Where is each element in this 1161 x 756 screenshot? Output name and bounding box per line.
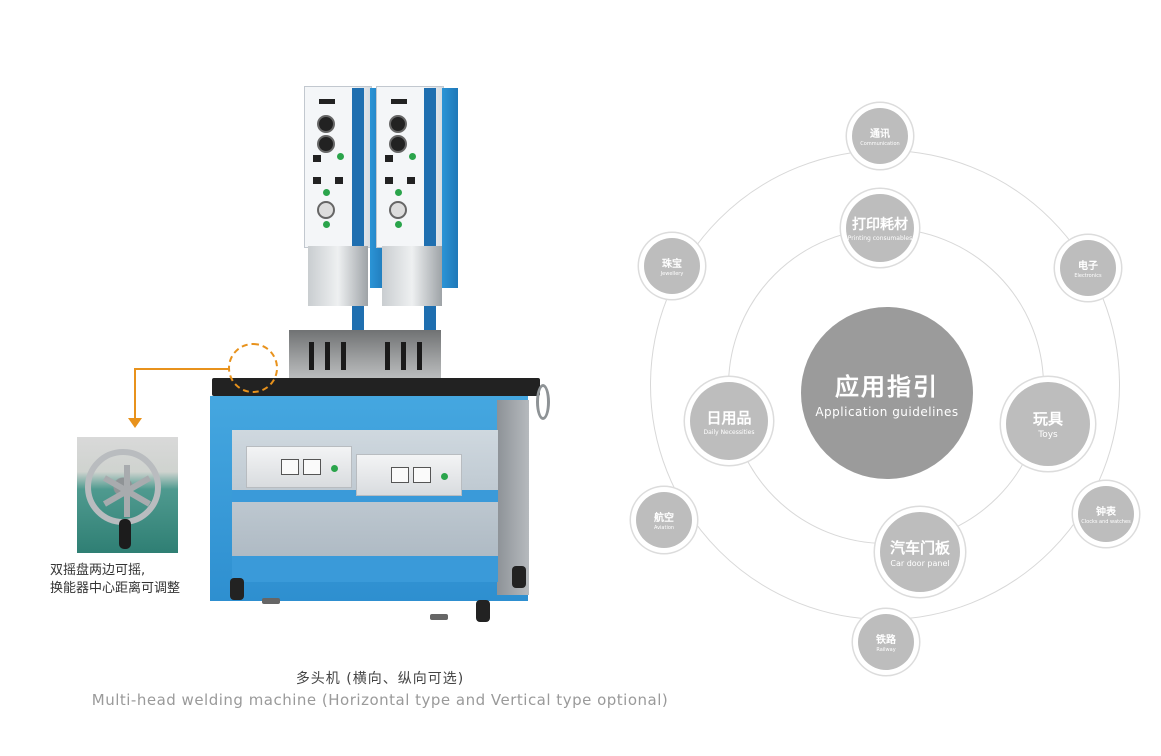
detail-caption-line2: 换能器中心距离可调整 [50, 581, 181, 596]
caster-wheel [512, 566, 526, 588]
detail-caption-line1: 双摇盘两边可摇, [50, 563, 146, 578]
node-toys: 玩具 Toys [1006, 382, 1090, 466]
node-electronics: 电子 Electronics [1060, 240, 1116, 296]
handwheel-handle [119, 519, 131, 549]
leveling-foot [430, 614, 448, 620]
node-clocks-and-watches: 钟表 Clocks and watches [1078, 486, 1134, 542]
handwheel-detail-photo [77, 437, 178, 553]
center-node: 应用指引 Application guidelines [801, 307, 973, 479]
machine-illustration: 双摇盘两边可摇, 换能器中心距离可调整 [0, 0, 640, 640]
callout-line-vertical [134, 368, 136, 420]
application-diagram: 应用指引 Application guidelines 打印耗材 Printin… [620, 80, 1161, 700]
node-car-door-panel: 汽车门板 Car door panel [880, 512, 960, 592]
transducer-right [382, 246, 442, 306]
mold-right [365, 330, 441, 380]
cabinet-bottom-shelf [232, 556, 498, 582]
transducer-left [308, 246, 368, 306]
caster-wheel [476, 600, 490, 622]
ultrasonic-generator-right [356, 454, 462, 496]
welding-head-right-side [442, 88, 458, 288]
machine-caption-en: Multi-head welding machine (Horizontal t… [91, 691, 669, 709]
center-subtitle: Application guidelines [815, 405, 959, 419]
work-table-top [212, 378, 540, 396]
machine-caption-cn: 多头机 (横向、纵向可选) [295, 671, 465, 687]
cabinet-side-panel [497, 400, 529, 595]
leveling-foot [262, 598, 280, 604]
caster-wheel [230, 578, 244, 600]
handwheel-icon [85, 449, 161, 525]
node-daily-necessities: 日用品 Daily Necessities [690, 382, 768, 460]
node-jewellery: 珠宝 Jewellery [644, 238, 700, 294]
node-aviation: 航空 Aviation [636, 492, 692, 548]
node-railway: 铁路 Railway [858, 614, 914, 670]
mold-left [289, 330, 365, 380]
node-communication: 通讯 Communication [852, 108, 908, 164]
handwheel-callout-circle [228, 343, 278, 393]
handwheel-right [536, 384, 550, 420]
callout-arrow-icon [128, 418, 142, 428]
node-printing-consumables: 打印耗材 Printing consumables [846, 194, 914, 262]
center-title: 应用指引 [835, 373, 939, 401]
ultrasonic-generator-left [246, 446, 352, 488]
callout-line-horizontal [134, 368, 230, 370]
